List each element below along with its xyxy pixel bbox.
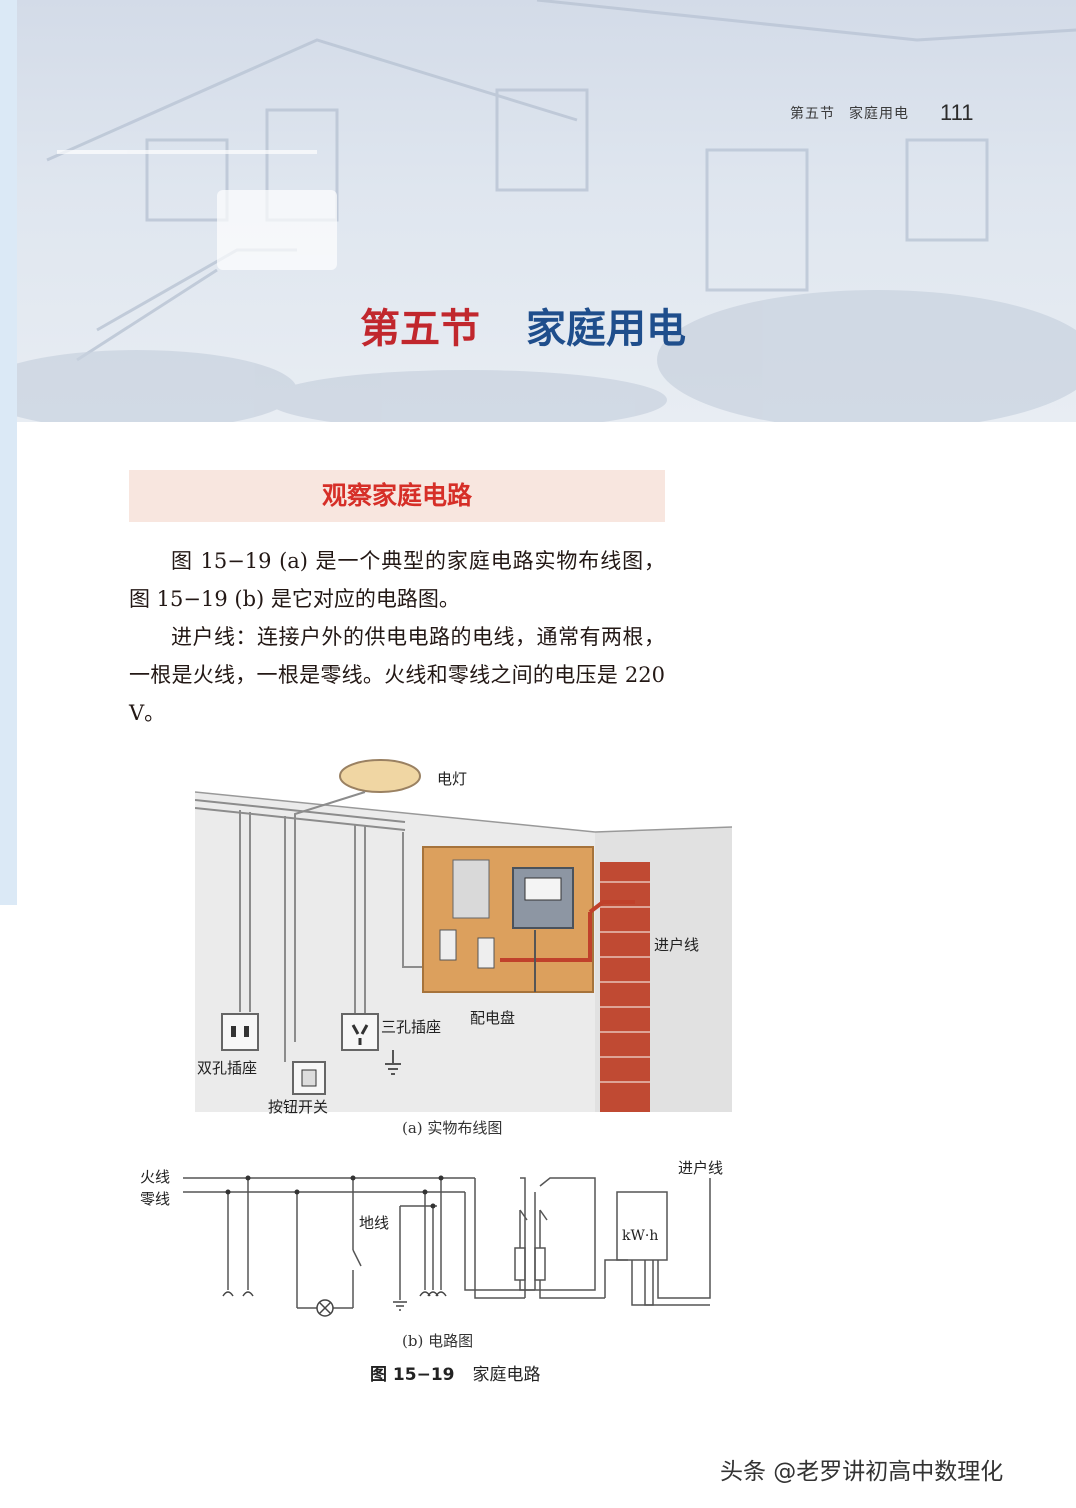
wiring-illustration <box>195 759 733 1112</box>
lamp-symbol-icon <box>316 1299 334 1317</box>
label-switch: 按钮开关 <box>268 1098 329 1116</box>
label-panel: 配电盘 <box>470 1009 516 1027</box>
section-heading: 观察家庭电路 <box>129 470 665 522</box>
left-margin-strip <box>0 0 17 905</box>
caption-a: (a) 实物布线图 <box>402 1119 503 1137</box>
watermark: 头条 @老罗讲初高中数理化 <box>720 1459 1004 1485</box>
label-incoming-a: 进户线 <box>654 936 700 954</box>
label-neutral: 零线 <box>140 1190 171 1208</box>
label-three-hole: 三孔插座 <box>381 1018 442 1036</box>
label-two-hole: 双孔插座 <box>197 1059 258 1077</box>
junction-dots <box>225 1175 444 1209</box>
label-incoming-b: 进户线 <box>678 1159 724 1177</box>
chapter-number: 第五节 <box>360 305 480 352</box>
label-live: 火线 <box>140 1168 171 1186</box>
figure-number: 图 15−19 <box>370 1365 455 1385</box>
two-hole-socket-icon <box>221 1013 259 1051</box>
brick-wall <box>600 862 650 1112</box>
header-banner <box>17 0 1076 422</box>
caption-b: (b) 电路图 <box>402 1332 474 1350</box>
label-meter: kW·h <box>622 1228 659 1244</box>
page-number: 111 <box>940 100 974 125</box>
running-title: 家庭用电 <box>849 106 909 122</box>
ground-symbol-icon <box>393 1301 407 1311</box>
body-paragraph-2: 进户线：连接户外的供电电路的电线，通常有两根，一根是火线，一根是零线。火线和零线… <box>129 625 665 725</box>
chapter-title: 第五节家庭用电 <box>360 296 686 356</box>
figure-name: 家庭电路 <box>472 1365 541 1385</box>
lamp-icon <box>339 759 421 793</box>
circuit-diagram <box>183 1175 711 1317</box>
running-head: 第五节家庭用电 <box>790 103 909 123</box>
house-photo-illustration <box>17 0 1076 422</box>
chapter-name: 家庭用电 <box>526 306 686 352</box>
figure-title: 图 15−19 家庭电路 <box>370 1360 540 1385</box>
label-ground: 地线 <box>359 1214 390 1232</box>
running-section: 第五节 <box>790 106 835 122</box>
body-paragraph-1: 图 15−19 (a) 是一个典型的家庭电路实物布线图，图 15−19 (b) … <box>129 549 665 611</box>
ground-icon <box>385 1050 401 1075</box>
label-lamp: 电灯 <box>437 770 468 788</box>
